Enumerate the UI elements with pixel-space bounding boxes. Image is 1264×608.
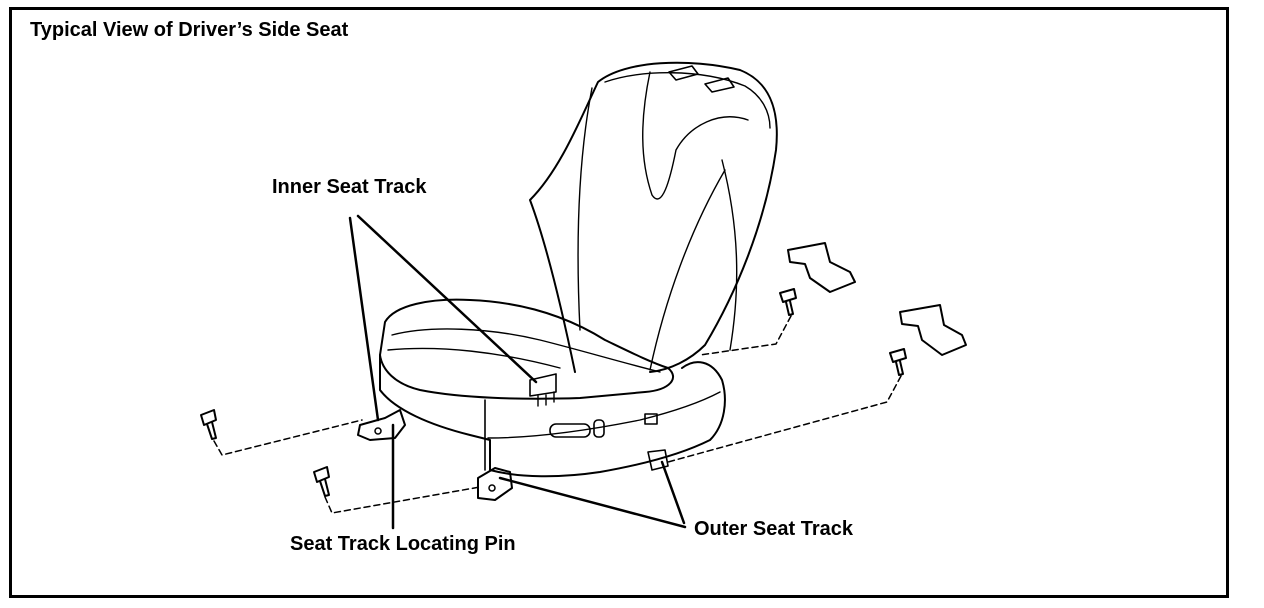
label-outer-seat-track: Outer Seat Track: [694, 518, 853, 540]
leader-lines: [348, 214, 687, 530]
seat-cushion: [379, 298, 726, 478]
alignment-lines: [213, 315, 902, 514]
bolts: [200, 288, 907, 497]
loose-track-brackets: [787, 242, 967, 356]
diagram-title: Typical View of Driver’s Side Seat: [30, 19, 349, 41]
seat-track-brackets: [357, 409, 669, 501]
label-inner-seat-track: Inner Seat Track: [272, 176, 427, 198]
diagram-frame: [9, 7, 1229, 598]
label-seat-track-locating-pin: Seat Track Locating Pin: [290, 533, 516, 555]
seat-back: [529, 61, 778, 373]
